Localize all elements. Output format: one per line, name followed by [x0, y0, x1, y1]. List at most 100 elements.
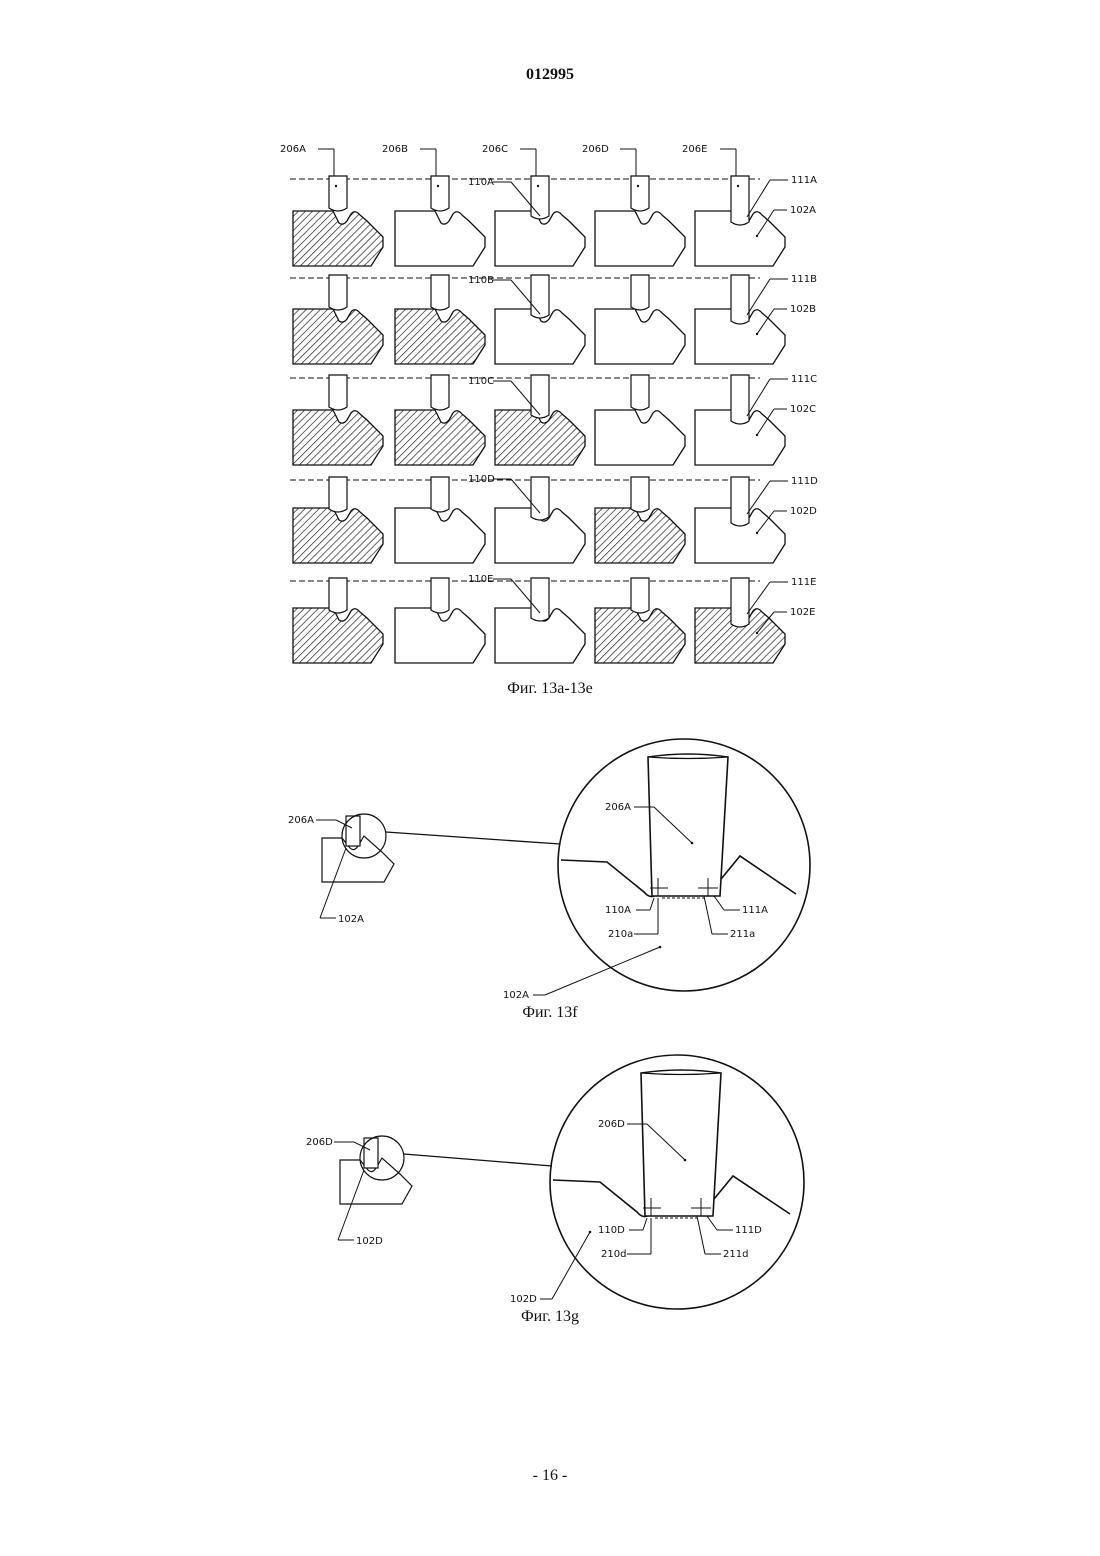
notch-label: 110E [468, 574, 493, 585]
notch-label: 110D [468, 474, 495, 485]
edge-label: 111B [791, 274, 817, 285]
detail-tool [648, 754, 728, 896]
small-tool-label: 206A [288, 815, 314, 826]
workpiece-4 [595, 309, 685, 364]
figure-row-1: 110A 111A 102A [290, 175, 817, 266]
detail-tool-dot [684, 1159, 687, 1162]
tool-dot [335, 185, 337, 187]
notch-label: 110A [468, 177, 494, 188]
small-part-label: 102A [338, 914, 364, 925]
detail-tool [641, 1070, 721, 1216]
tool-1 [329, 375, 347, 410]
tool-label: 206C [482, 144, 508, 155]
detail-radius-left-label: 210d [601, 1249, 626, 1260]
figure-13g: 206D 102D 206D 110D 210d 111D 211d 102D [306, 1055, 804, 1309]
workpiece-4 [595, 211, 685, 266]
tool-4 [631, 578, 649, 613]
edge-label: 111E [791, 577, 816, 588]
part-label: 102B [790, 304, 816, 315]
edge-label: 111C [791, 374, 817, 385]
detail-part-dot [589, 1231, 592, 1234]
figure-row-3: 110C 111C 102C [290, 374, 817, 465]
workpiece-2 [395, 508, 485, 563]
figure-13g-caption: Фиг. 13g [0, 1308, 1100, 1326]
workpiece-2 [395, 211, 485, 266]
tool-dot [437, 185, 439, 187]
tool-5 [731, 375, 749, 424]
tool-3 [531, 375, 549, 418]
detail-part-dot [659, 946, 662, 949]
tool-label: 206A [280, 144, 306, 155]
part-label: 102E [790, 607, 815, 618]
workpiece-1 [293, 608, 383, 663]
tool-4 [631, 275, 649, 310]
detail-tool-label: 206A [605, 802, 631, 813]
workpiece-2 [395, 410, 485, 465]
part-dot [756, 532, 758, 534]
tool-2 [431, 275, 449, 310]
notch-label: 110B [468, 275, 494, 286]
figure-row-4: 110D111D102D [290, 474, 818, 563]
tool-5 [731, 578, 749, 627]
tool-dot [637, 185, 639, 187]
detail-notch-leader-v [643, 1218, 647, 1230]
tool-2 [431, 176, 449, 211]
tool-5 [731, 275, 749, 324]
detail-tool-dot [691, 842, 694, 845]
workpiece-4 [595, 410, 685, 465]
detail-edge-label: 111A [742, 905, 768, 916]
part-dot [756, 434, 758, 436]
tool-1 [329, 275, 347, 310]
tool-5 [731, 176, 749, 225]
tool-4 [631, 477, 649, 512]
tool-4 [631, 176, 649, 211]
detail-part-label: 102D [510, 1294, 537, 1305]
page-footer: - 16 - [0, 1467, 1100, 1485]
tool-dot [737, 185, 739, 187]
figure-13f: 206A 102A 206A 110A 210a 111A 211a 102A [288, 739, 810, 1001]
workpiece-4 [595, 608, 685, 663]
detail-radius-right-leader-diag [697, 1216, 705, 1254]
detail-notch-label: 110A [605, 905, 631, 916]
notch-label: 110C [468, 376, 494, 387]
detail-radius-right-label: 211d [723, 1249, 748, 1260]
detail-notch-label: 110D [598, 1225, 625, 1236]
tool-label: 206D [582, 144, 609, 155]
part-label: 102A [790, 205, 816, 216]
figure-13f-caption: Фиг. 13f [0, 1004, 1100, 1022]
detail-edge-label: 111D [735, 1225, 762, 1236]
tool-3 [531, 275, 549, 318]
detail-radius-right-label: 211a [730, 929, 755, 940]
detail-tool-label: 206D [598, 1119, 625, 1130]
detail-part-label: 102A [503, 990, 529, 1001]
workpiece-1 [293, 211, 383, 266]
workpiece-2 [395, 309, 485, 364]
figure-row-2: 110B 111B 102B [290, 274, 817, 364]
tool-4 [631, 375, 649, 410]
tool-2 [431, 375, 449, 410]
tool-1 [329, 477, 347, 512]
part-dot [756, 333, 758, 335]
part-label: 102C [790, 404, 816, 415]
tool-3 [531, 176, 549, 219]
tool-dot [537, 185, 539, 187]
figure-13a-13e-grid: 110A 111A 102A 110B 111B 102B 110C 111C 102C 110D… [280, 144, 818, 663]
connector-line [386, 832, 560, 844]
detail-part-leader-diag [552, 1232, 590, 1299]
tool-label: 206E [682, 144, 707, 155]
detail-part-leader-diag [545, 947, 660, 995]
workpiece-1 [293, 410, 383, 465]
figure-row-5: 110E 111E 102E [290, 574, 816, 663]
edge-label: 111A [791, 175, 817, 186]
small-part-label: 102D [356, 1236, 383, 1247]
detail-edge-leader-diag [707, 1216, 717, 1230]
detail-edge-leader-diag [714, 896, 724, 910]
workpiece-1 [293, 508, 383, 563]
tool-1 [329, 578, 347, 613]
detail-radius-left-label: 210a [608, 929, 633, 940]
small-tool-label: 206D [306, 1137, 333, 1148]
tool-1 [329, 176, 347, 211]
tool-2 [431, 477, 449, 512]
workpiece-2 [395, 608, 485, 663]
workpiece-4 [595, 508, 685, 563]
